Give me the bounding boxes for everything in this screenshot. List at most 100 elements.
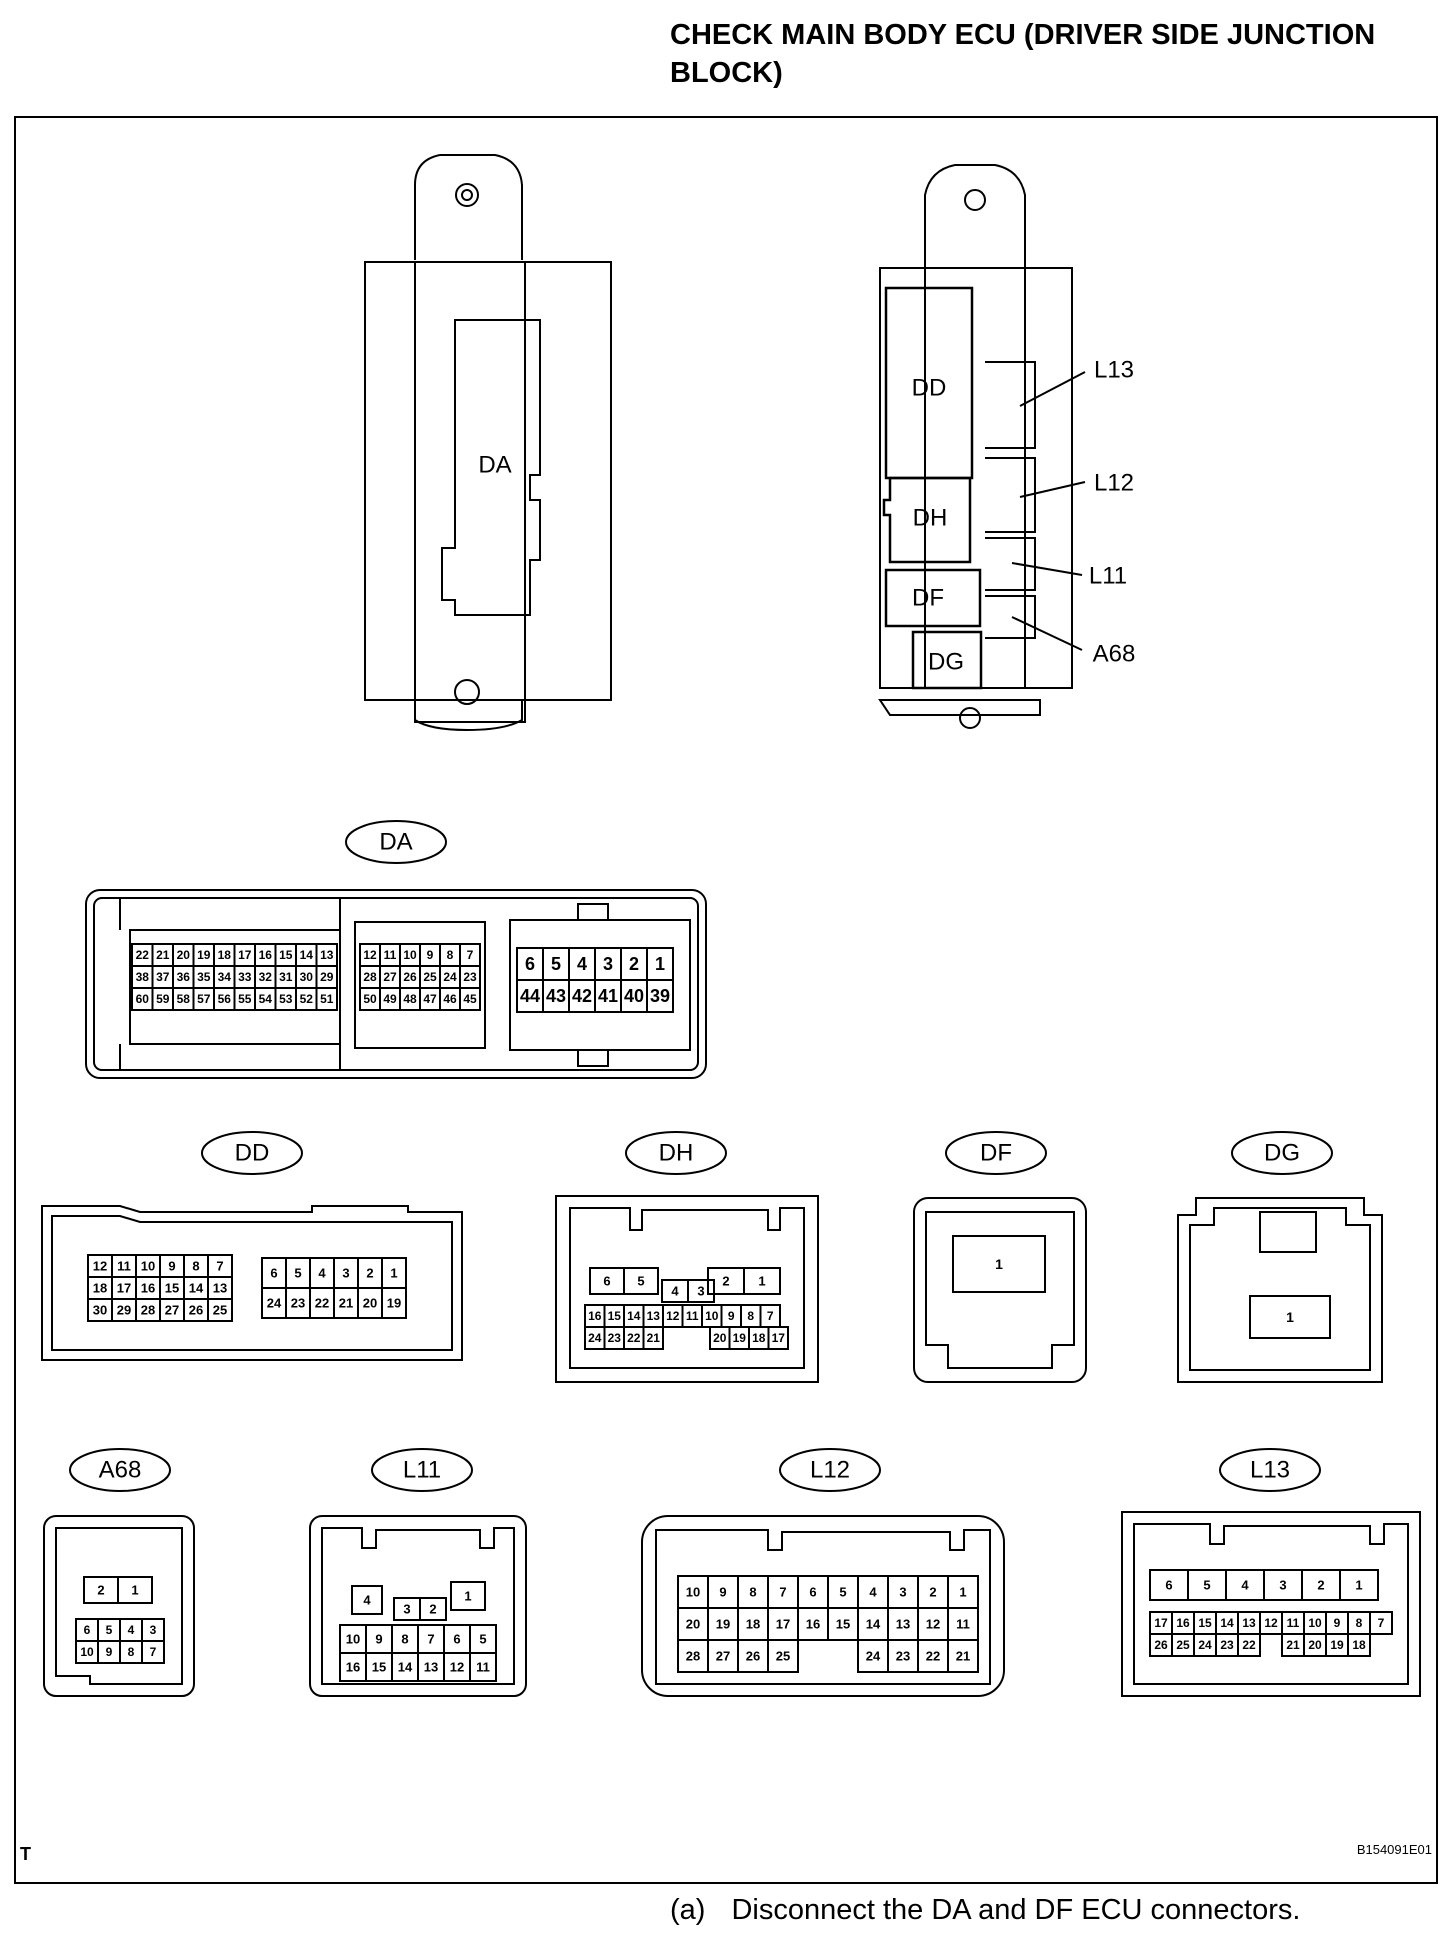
l11-pin-label: 7 <box>427 1632 434 1647</box>
l11-pin-cell <box>419 1597 447 1621</box>
l12-pin-label: 7 <box>779 1585 786 1600</box>
df-pin-label: 1 <box>995 1256 1003 1272</box>
dh-pin-label: 8 <box>747 1309 754 1323</box>
l13-pin-label: 8 <box>1356 1616 1363 1630</box>
l13-pin-label: 9 <box>1334 1616 1341 1630</box>
callout-line-l12 <box>1019 481 1086 498</box>
l13-pin-label: 20 <box>1308 1638 1322 1652</box>
connector-name-label: DG <box>1264 1140 1300 1167</box>
da-pin-label: 3 <box>603 954 613 974</box>
dh-pin-label: 11 <box>686 1309 699 1323</box>
dh-pin-label: 22 <box>627 1331 641 1345</box>
df-block <box>884 568 982 628</box>
mounting-hole-inner <box>461 189 473 201</box>
da-pin-label: 47 <box>423 992 437 1006</box>
mounting-tab-top <box>414 154 523 260</box>
dd-pin-label: 2 <box>366 1266 373 1281</box>
da-pin-label: 9 <box>427 948 434 962</box>
l13-pin-label: 14 <box>1220 1616 1234 1630</box>
dd-pin-label: 15 <box>165 1281 179 1296</box>
da-housing-inner <box>93 897 699 1071</box>
l12-pin-label: 13 <box>896 1617 910 1632</box>
da-pin-label: 50 <box>363 992 377 1006</box>
l13-pin-label: 5 <box>1203 1578 1210 1593</box>
da-pin-label: 27 <box>383 970 397 984</box>
connector-name-badge <box>69 1448 171 1492</box>
l13-pin-label: 15 <box>1198 1616 1212 1630</box>
dd-pin-label: 19 <box>387 1296 401 1311</box>
l12-pin-label: 21 <box>956 1649 970 1664</box>
instruction-step: (a)Disconnect the DA and DF ECU connecto… <box>670 1894 1300 1927</box>
l11-pin-label: 1 <box>464 1589 471 1604</box>
da-pin-label: 42 <box>572 986 592 1006</box>
dd-pin-label: 22 <box>315 1296 329 1311</box>
dd-pin-label: 26 <box>189 1303 203 1318</box>
connector-name-label: L11 <box>403 1457 441 1484</box>
da-pin-cell <box>459 987 481 1011</box>
da-pin-label: 34 <box>218 970 232 984</box>
dh-pin-label: 12 <box>666 1309 680 1323</box>
l13-pin-label: 7 <box>1378 1616 1385 1630</box>
l12-pin-cell <box>947 1639 979 1673</box>
mounting-hole <box>964 189 986 211</box>
l13-pin-cell <box>1369 1611 1393 1635</box>
dd-pin-label: 14 <box>189 1281 204 1296</box>
da-pin-label: 45 <box>463 992 477 1006</box>
l11-pin-label: 12 <box>450 1660 464 1675</box>
dh-pin-label: 15 <box>608 1309 622 1323</box>
da-group1-frame <box>129 929 341 1045</box>
a68-pin-cell <box>141 1640 165 1664</box>
da-pin-label: 59 <box>156 992 170 1006</box>
junction-block-core <box>414 261 526 723</box>
da-pin-label: 32 <box>259 970 273 984</box>
l13-pin-label: 11 <box>1287 1616 1300 1630</box>
l12-pin-label: 15 <box>836 1617 850 1632</box>
dh-pin-label: 5 <box>637 1274 644 1289</box>
da-pin-label: 6 <box>525 954 535 974</box>
da-pin-label: 20 <box>177 948 191 962</box>
da-pin-label: 55 <box>238 992 252 1006</box>
dd-pin-label: 21 <box>339 1296 353 1311</box>
da-pin-label: 48 <box>403 992 417 1006</box>
l11-pin-label: 4 <box>363 1593 371 1608</box>
da-pin-label: 23 <box>463 970 477 984</box>
a68-pin-label: 1 <box>131 1583 138 1598</box>
dd-pin-label: 12 <box>93 1259 107 1274</box>
da-pin-label: 1 <box>655 954 665 974</box>
dh-block <box>882 476 972 564</box>
dh-pin-cell <box>767 1326 789 1350</box>
connector-name-badge <box>945 1131 1047 1175</box>
dd-housing-inner <box>51 1215 453 1351</box>
da-pin-label: 43 <box>546 986 566 1006</box>
dd-overview-label: DD <box>912 375 947 402</box>
l13-housing-inner <box>1133 1523 1409 1685</box>
l11-pin-label: 13 <box>424 1660 438 1675</box>
connector-name-label: DH <box>659 1140 694 1167</box>
l11-pin-label: 16 <box>346 1660 360 1675</box>
l13-pin-cell <box>1237 1633 1261 1657</box>
da-pin-label: 26 <box>403 970 417 984</box>
l12-pin-label: 3 <box>899 1585 906 1600</box>
l11-housing-inner <box>321 1527 515 1685</box>
da-pin-label: 33 <box>238 970 252 984</box>
df-housing-inner <box>925 1211 1075 1369</box>
a68-pin-label: 10 <box>80 1645 94 1659</box>
da-pin-label: 53 <box>279 992 293 1006</box>
l12-pin-label: 20 <box>686 1617 700 1632</box>
latch-plate <box>878 699 1041 716</box>
l11-pin-label: 11 <box>476 1660 490 1675</box>
l11-pin-label: 15 <box>372 1660 386 1675</box>
df-overview-label: DF <box>912 585 944 612</box>
da-pin-label: 49 <box>383 992 397 1006</box>
dg-housing-inner <box>1189 1207 1371 1371</box>
l11-pin-label: 3 <box>403 1602 410 1617</box>
da-pin-label: 8 <box>447 948 454 962</box>
l12-pin-label: 12 <box>926 1617 940 1632</box>
l12-pin-label: 24 <box>866 1649 881 1664</box>
da-pin-label: 10 <box>403 948 417 962</box>
connector-name-badge <box>201 1131 303 1175</box>
l11-pin-label: 9 <box>375 1632 382 1647</box>
callout-line-l11 <box>1011 562 1083 576</box>
l12-pin-label: 1 <box>959 1585 966 1600</box>
